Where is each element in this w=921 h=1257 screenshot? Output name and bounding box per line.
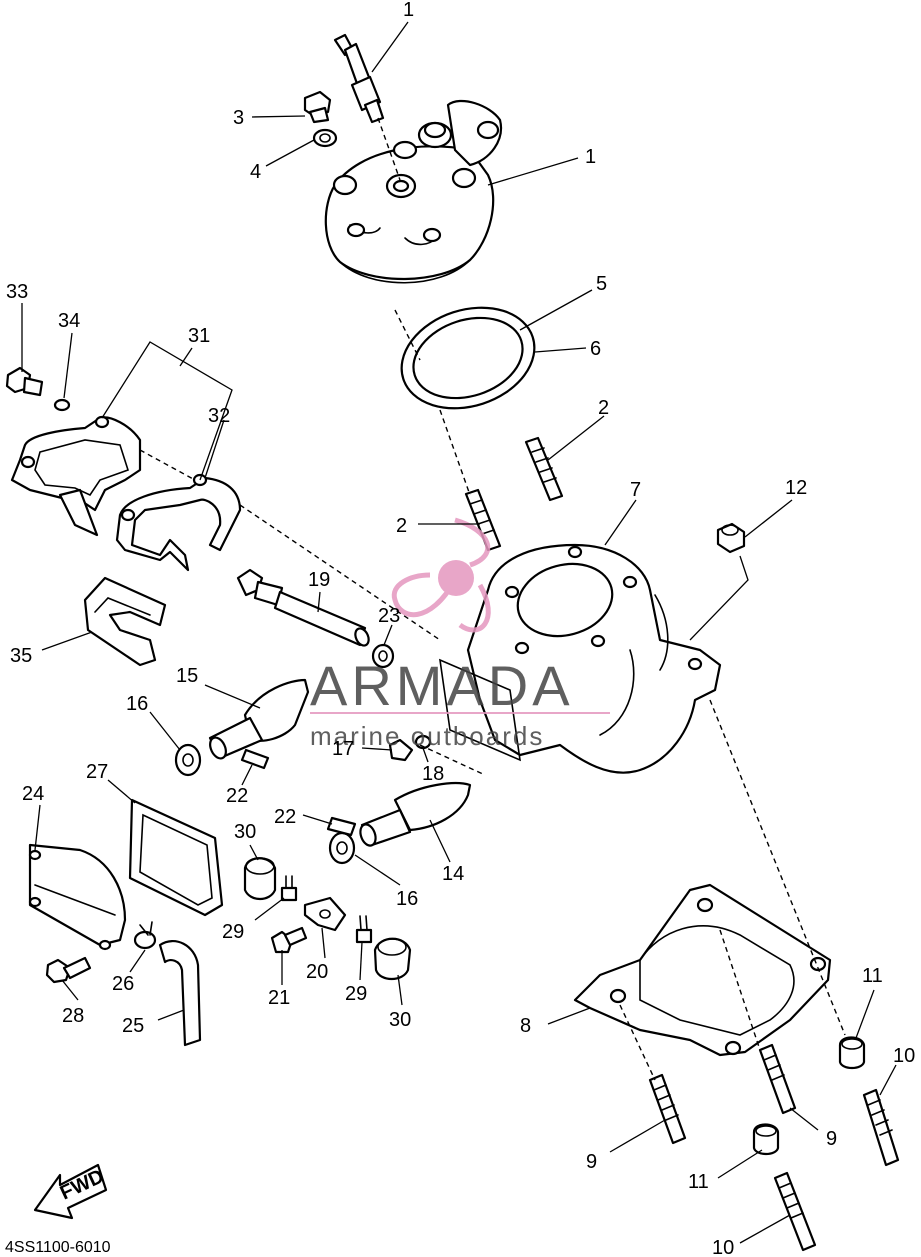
long-stud: [773, 1171, 817, 1252]
part-label: 14: [442, 863, 464, 885]
part-label: 9: [586, 1151, 597, 1173]
part-label: 29: [345, 983, 367, 1005]
part-label: 28: [62, 1005, 84, 1027]
part-label: 10: [893, 1045, 915, 1067]
part-label: 8: [520, 1015, 531, 1037]
part-label: 20: [306, 961, 328, 983]
holder-bolt: [270, 926, 308, 954]
cylinder: [439, 543, 722, 774]
cover-washer: [53, 398, 71, 412]
part-label: 17: [332, 738, 354, 760]
part-labels: 1 1 2 2 3 4 5 6 7 8 9 9 10 10 11 11 12 1…: [6, 0, 915, 1257]
part-label: 12: [785, 477, 807, 499]
catalog-code: 4SS1100-6010: [5, 1239, 111, 1256]
part-label: 19: [308, 569, 330, 591]
stud-bolt: [464, 488, 502, 552]
part-label: 6: [590, 338, 601, 360]
cover-gasket-plate: [128, 798, 224, 917]
cap-nut: [716, 522, 746, 554]
part-label: 3: [233, 107, 244, 129]
pin: [326, 816, 357, 837]
bushing: [373, 937, 412, 981]
watermark-tagline: marine outboards: [310, 721, 544, 751]
part-label: 15: [176, 665, 198, 687]
stud-bolt: [524, 436, 564, 502]
long-stud: [862, 1088, 900, 1167]
cover-plate: [28, 843, 127, 951]
part-label: 2: [598, 397, 609, 419]
valve-seal: [174, 743, 202, 777]
hose: [158, 939, 202, 1047]
part-label: 9: [826, 1128, 837, 1150]
part-label: 23: [378, 605, 400, 627]
part-label: 22: [226, 785, 248, 807]
assembly-lines: [139, 117, 846, 1081]
pin: [240, 748, 270, 770]
part-label: 16: [126, 693, 148, 715]
part-label: 30: [389, 1009, 411, 1031]
forward-arrow: FWD: [33, 1163, 107, 1220]
base-stud: [758, 1043, 797, 1115]
rubber-bracket: [83, 576, 167, 667]
part-label: 11: [688, 1171, 709, 1193]
part-label: 10: [712, 1237, 734, 1257]
part-label: 24: [22, 783, 44, 805]
part-label: 29: [222, 921, 244, 943]
holder: [303, 896, 347, 932]
part-label: 31: [188, 325, 210, 347]
part-label: 34: [58, 310, 80, 332]
clip: [280, 875, 298, 902]
part-label: 25: [122, 1015, 144, 1037]
part-label: 26: [112, 973, 134, 995]
base-gasket: [573, 883, 832, 1057]
washer: [312, 128, 338, 148]
hose-clamp: [133, 921, 157, 950]
valve-seal: [328, 831, 356, 865]
part-label: 7: [630, 479, 641, 501]
part-label: 1: [403, 0, 414, 21]
part-label: 16: [396, 888, 418, 910]
valve-shaft: [236, 568, 370, 647]
bushing: [243, 857, 277, 901]
leader-lines: [21, 21, 897, 1244]
cover-bolt: [5, 366, 44, 397]
part-label: 22: [274, 806, 296, 828]
part-label: 32: [208, 405, 230, 427]
propeller-hub-icon: [438, 560, 474, 596]
cover-gasket: [115, 473, 242, 572]
part-label: 35: [10, 645, 32, 667]
part-label: 4: [250, 161, 261, 183]
part-label: 21: [268, 987, 290, 1009]
head-gasket: [400, 306, 536, 410]
head-bolt: [303, 90, 332, 124]
watermark-brand: ARMADA: [310, 654, 574, 717]
seal-ring: [371, 643, 395, 669]
part-label: 2: [396, 515, 407, 537]
base-nut: [752, 1123, 780, 1156]
part-label: 27: [86, 761, 108, 783]
part-label: 5: [596, 273, 607, 295]
part-label: 30: [234, 821, 256, 843]
clip: [355, 915, 373, 944]
watermark: ARMADA marine outboards: [310, 517, 610, 751]
cover: [10, 415, 142, 537]
part-label: 33: [6, 281, 28, 303]
base-stud: [648, 1073, 687, 1145]
exhaust-valve: [359, 782, 472, 847]
screw: [388, 738, 414, 762]
cover-bolt: [45, 956, 92, 984]
spark-plug: [333, 33, 385, 124]
base-nut: [838, 1036, 866, 1070]
exhaust-valve: [208, 678, 310, 760]
part-label: 11: [862, 965, 883, 987]
part-label: 18: [422, 763, 444, 785]
part-label: 1: [585, 146, 596, 168]
cylinder-head: [324, 100, 503, 284]
